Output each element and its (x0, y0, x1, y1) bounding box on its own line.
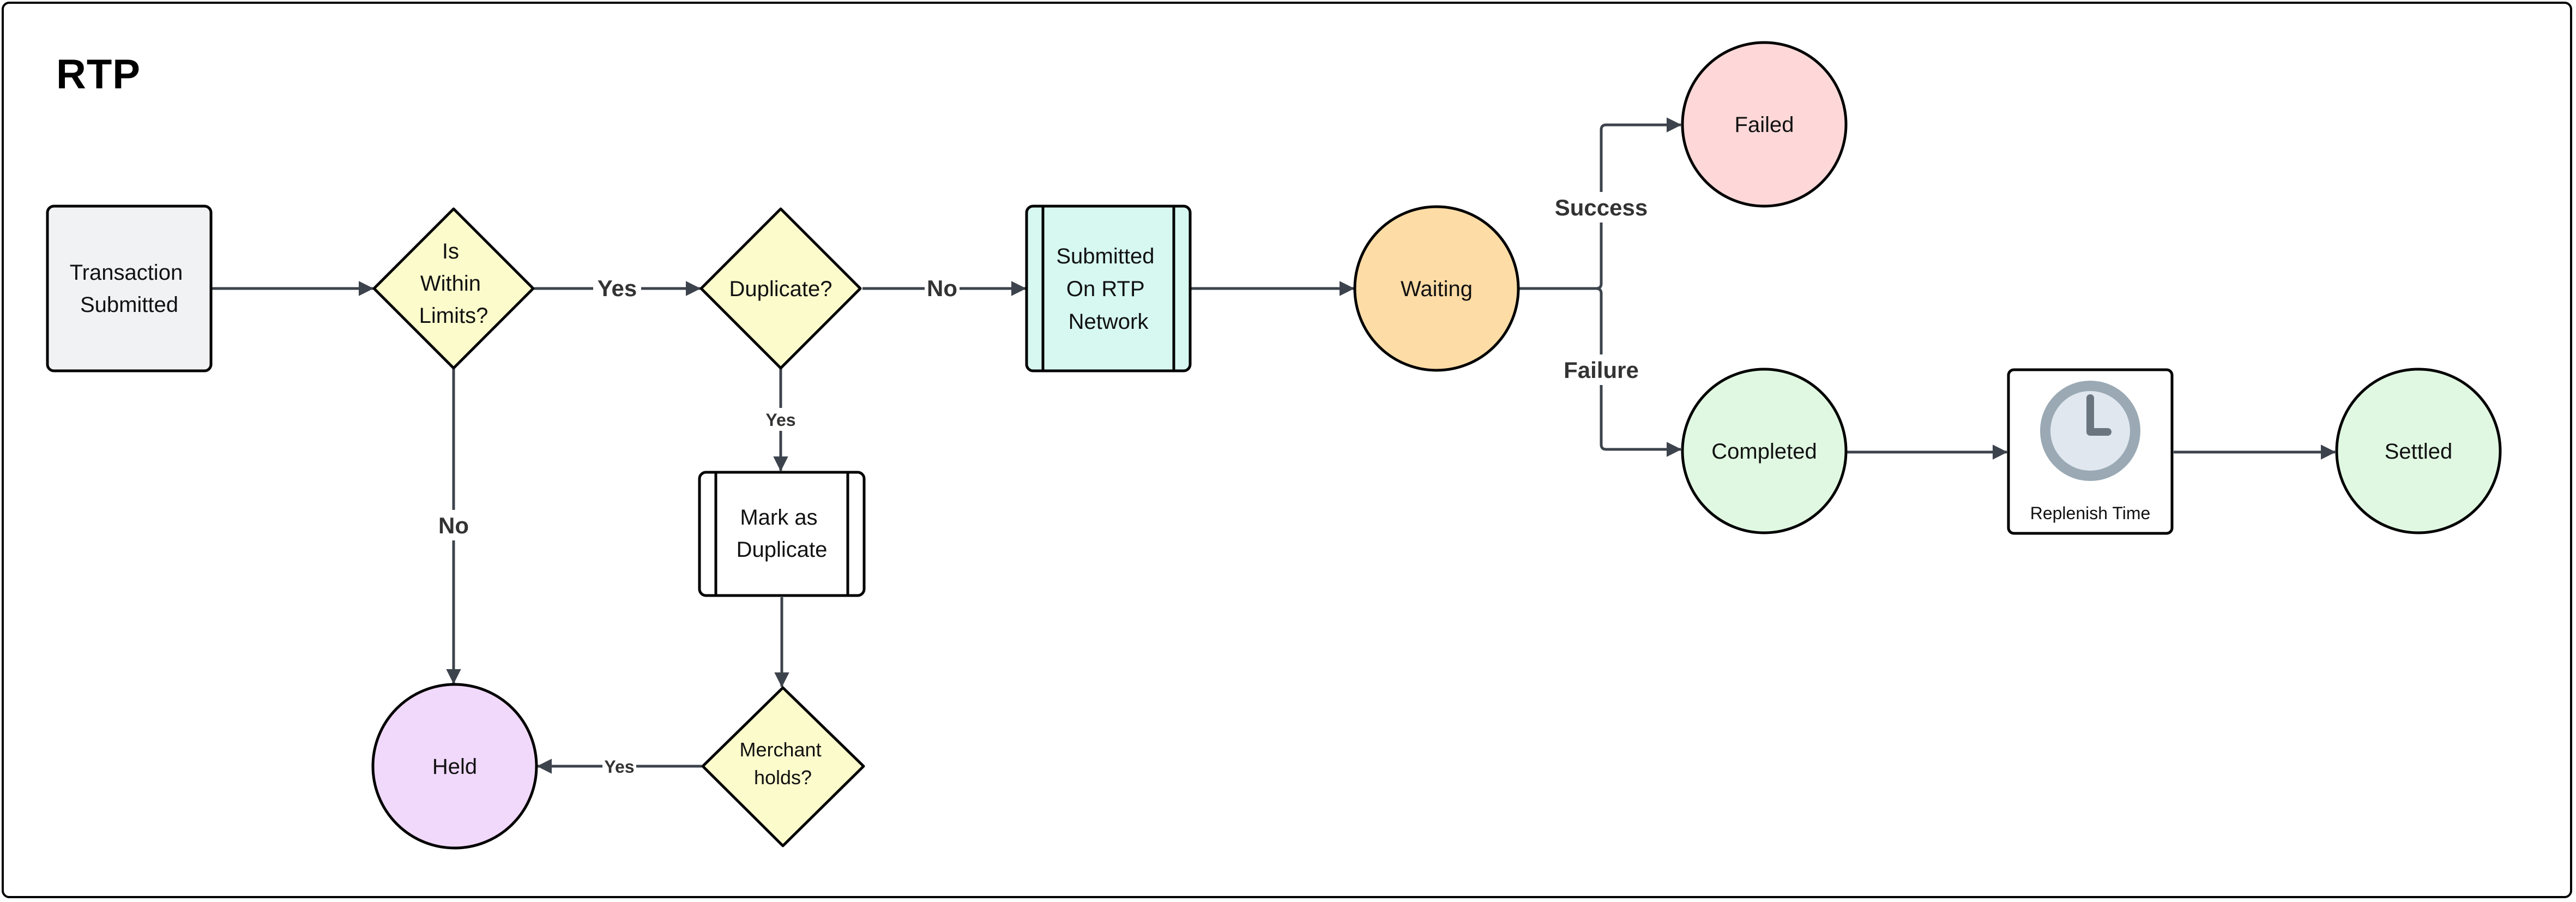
node-failed[interactable]: Failed (1681, 41, 1848, 208)
edge-label-merchant-yes: Yes (604, 757, 634, 777)
node-label: Replenish Time (2030, 503, 2151, 523)
node-label: Duplicate? (729, 277, 832, 301)
edge-label-failure: Failure (1564, 357, 1639, 383)
node-submitted-on-rtp-network[interactable]: Submitted On RTP Network (1025, 205, 1192, 372)
node-label: Failed (1735, 113, 1794, 137)
node-label: Submitted On RTP Network (1056, 244, 1160, 334)
node-label: Merchant holds? (740, 738, 827, 789)
clock-icon (2040, 381, 2140, 481)
edge-waiting-to-completed-failure[interactable] (1596, 287, 1682, 457)
node-waiting[interactable]: Waiting (1353, 205, 1520, 372)
node-within-limits-decision[interactable]: Is Within Limits? (372, 207, 535, 370)
node-label: Completed (1711, 440, 1817, 464)
node-label: Is Within Limits? (419, 239, 488, 328)
edge-label-duplicate-no: No (927, 275, 957, 301)
node-label: Mark as Duplicate (737, 506, 828, 562)
node-label: Held (432, 755, 477, 779)
node-replenish-time[interactable]: Replenish Time (2007, 368, 2174, 535)
node-duplicate-decision[interactable]: Duplicate? (699, 207, 862, 370)
diagram-title: RTP (56, 51, 141, 98)
node-mark-as-duplicate[interactable]: Mark as Duplicate (698, 471, 866, 597)
edge-label-limits-yes: Yes (598, 275, 637, 301)
node-label: Waiting (1401, 277, 1473, 301)
node-held[interactable]: Held (371, 683, 538, 850)
node-transaction-submitted[interactable]: Transaction Submitted (46, 205, 213, 372)
edge-label-duplicate-yes: Yes (765, 410, 795, 430)
node-label: Settled (2385, 440, 2453, 464)
node-label: Transaction Submitted (70, 261, 189, 317)
edge-label-limits-no: No (438, 513, 469, 538)
edge-labels: Yes No No Yes Yes Success Failure (436, 192, 1650, 778)
node-settled[interactable]: Settled (2335, 368, 2502, 534)
node-merchant-holds-decision[interactable]: Merchant holds? (701, 686, 865, 847)
node-completed[interactable]: Completed (1681, 368, 1848, 534)
edge-label-success: Success (1555, 195, 1648, 220)
